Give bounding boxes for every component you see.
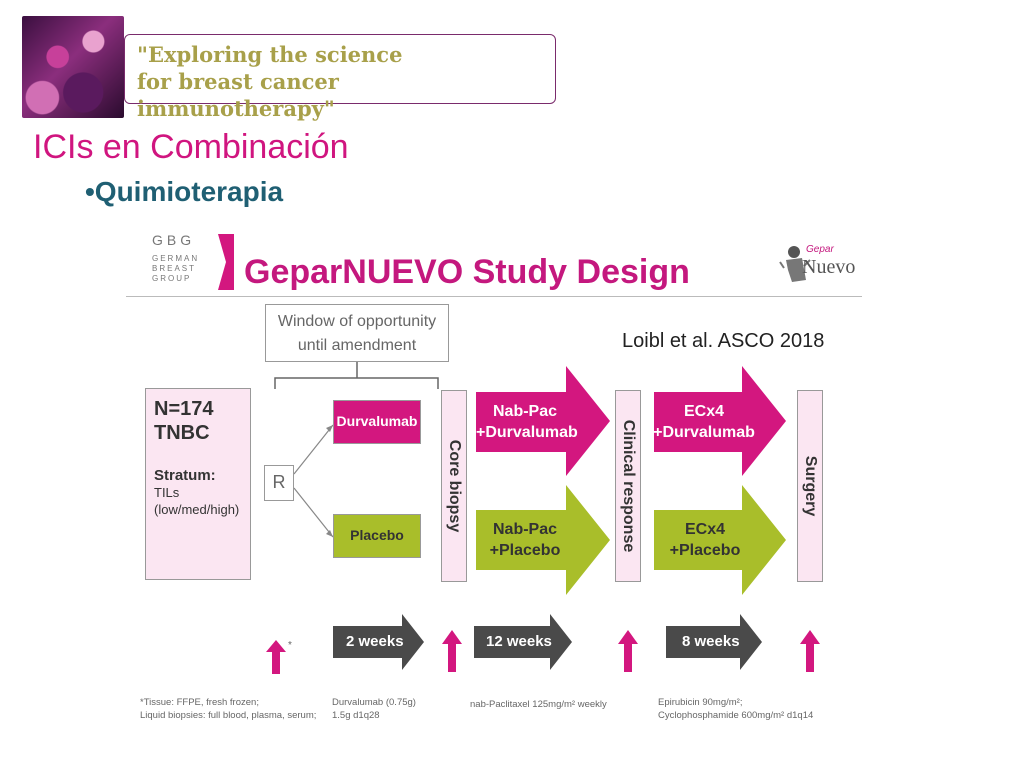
- timepoint-arrow-1: [266, 640, 286, 674]
- nabpac-placebo-label: Nab-Pac +Placebo: [476, 519, 574, 561]
- placebo-arm-box: Placebo: [333, 514, 421, 558]
- gepar-logo-text-1: Gepar: [806, 244, 834, 255]
- footnote-durva-line-1: Durvalumab (0.75g): [332, 697, 416, 708]
- weeks-8-arrow: [666, 614, 762, 670]
- study-design-title: GeparNUEVO Study Design: [244, 253, 690, 291]
- footnote-ec: Epirubicin 90mg/m²; Cyclophosphamide 600…: [658, 696, 813, 722]
- randomization-box: R: [264, 465, 294, 501]
- ec-placebo-line-1: ECx4: [684, 521, 726, 538]
- weeks-12-label: 12 weeks: [486, 633, 552, 650]
- stratum-label: Stratum:: [154, 467, 216, 484]
- population-type: TNBC: [154, 422, 210, 444]
- surgery-bar: Surgery: [797, 390, 823, 582]
- nabpac-durva-arrow: [476, 366, 610, 476]
- citation: Loibl et al. ASCO 2018: [622, 330, 825, 352]
- footnote-durvalumab: Durvalumab (0.75g) 1.5g d1q28: [332, 696, 416, 722]
- banner-line-1: "Exploring the science: [137, 42, 403, 67]
- timepoint-arrow-2: [442, 630, 462, 672]
- ec-placebo-arrow: [654, 485, 786, 595]
- footnote-nab-paclitaxel: nab-Paclitaxel 125mg/m² weekly: [470, 699, 607, 710]
- population-box: N=174 TNBC Stratum: TILs (low/med/high): [145, 388, 251, 580]
- timepoint-asterisk: *: [288, 640, 292, 651]
- nabpac-durva-label: Nab-Pac +Durvalumab: [476, 401, 578, 443]
- window-of-opportunity-box: Window of opportunity until amendment: [265, 304, 449, 362]
- weeks-8-label: 8 weeks: [682, 633, 740, 650]
- slide-bullet: •Quimioterapia: [85, 176, 284, 207]
- gbg-line-1: GERMAN: [152, 254, 200, 263]
- rand-line-lower: [293, 487, 334, 538]
- durvalumab-arm-box: Durvalumab: [333, 400, 421, 444]
- gbg-mark: [218, 234, 234, 290]
- banner-quote-box: "Exploring the science for breast cancer…: [124, 34, 556, 121]
- clinical-response-label: Clinical response: [620, 419, 637, 553]
- core-biopsy-bar: Core biopsy: [441, 390, 467, 582]
- nabpac-durva-line-1: Nab-Pac: [492, 403, 558, 420]
- timepoint-arrow-3: [618, 630, 638, 672]
- footnote-epi-line-2: Cyclophosphamide 600mg/m² d1q14: [658, 710, 814, 721]
- ec-placebo-label: ECx4 +Placebo: [654, 519, 756, 561]
- banner-line-2: for breast cancer immunotherapy": [137, 69, 339, 121]
- window-line-2: until amendment: [297, 337, 417, 354]
- nabpac-placebo-line-2: +Placebo: [489, 542, 561, 559]
- gbg-abbrev: GBG: [152, 232, 196, 248]
- weeks-2-label: 2 weeks: [346, 633, 404, 650]
- rand-line-upper: [293, 424, 334, 475]
- ec-placebo-line-2: +Placebo: [669, 542, 741, 559]
- footnote-tissue: *Tissue: FFPE, fresh frozen; Liquid biop…: [140, 696, 316, 722]
- window-bracket: [274, 362, 439, 389]
- gbg-line-3: GROUP: [152, 274, 192, 283]
- window-line-1: Window of opportunity: [277, 313, 437, 330]
- clinical-response-bar: Clinical response: [615, 390, 641, 582]
- population-n: N=174: [154, 398, 214, 420]
- footnote-tissue-line-2: Liquid biopsies: full blood, plasma, ser…: [140, 710, 317, 721]
- weeks-12-arrow: [474, 614, 572, 670]
- timepoint-arrow-4: [800, 630, 820, 672]
- ec-durva-label: ECx4 +Durvalumab: [652, 401, 756, 443]
- nabpac-durva-line-2: +Durvalumab: [476, 424, 578, 441]
- surgery-label: Surgery: [802, 455, 819, 517]
- gbg-line-2: BREAST: [152, 264, 197, 273]
- gepar-nuevo-logo-icon: [779, 246, 811, 282]
- stratum-line-2: (low/med/high): [154, 502, 240, 517]
- core-biopsy-label: Core biopsy: [446, 439, 463, 533]
- footnote-durva-line-2: 1.5g d1q28: [332, 710, 380, 721]
- figure-header-rule: [126, 296, 862, 297]
- banner-thumbnail-image: [22, 16, 124, 118]
- stratum-line-1: TILs: [154, 485, 180, 500]
- ec-durva-line-1: ECx4: [683, 403, 725, 420]
- ec-durva-line-2: +Durvalumab: [653, 424, 755, 441]
- slide-title: ICIs en Combinación: [33, 128, 349, 166]
- footnote-tissue-line-1: *Tissue: FFPE, fresh frozen;: [140, 697, 259, 708]
- gbg-logo: GBG GERMAN BREAST GROUP: [152, 232, 199, 284]
- weeks-2-arrow: [333, 614, 424, 670]
- nabpac-placebo-arrow: [476, 485, 610, 595]
- ec-durva-arrow: [654, 366, 786, 476]
- gepar-logo-text-2: Nuevo: [802, 256, 856, 278]
- footnote-epi-line-1: Epirubicin 90mg/m²;: [658, 697, 743, 708]
- nabpac-placebo-line-1: Nab-Pac: [492, 521, 558, 538]
